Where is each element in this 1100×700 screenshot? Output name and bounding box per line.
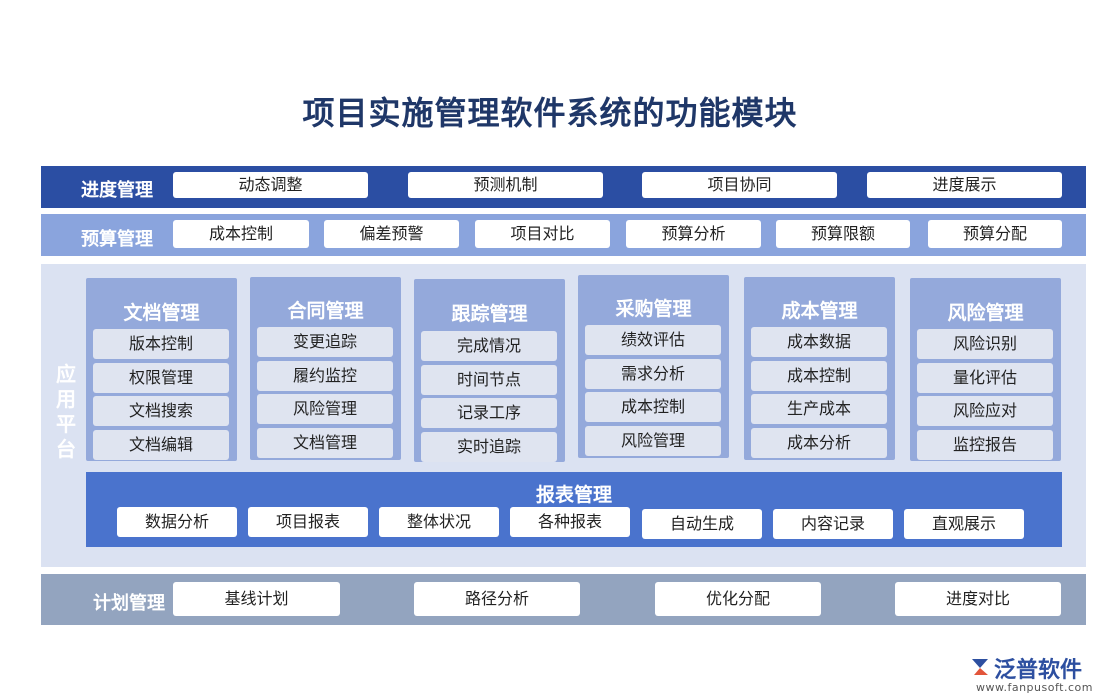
module-item: 履约监控 [257, 361, 393, 391]
module-item: 文档编辑 [93, 430, 229, 460]
module-doc: 文档管理 版本控制 权限管理 文档搜索 文档编辑 [86, 278, 237, 461]
plan-band: 计划管理 基线计划 路径分析 优化分配 进度对比 [41, 574, 1086, 625]
module-title: 风险管理 [947, 302, 1024, 324]
module-cost: 成本管理 成本数据 成本控制 生产成本 成本分析 [744, 277, 895, 460]
progress-item: 动态调整 [173, 172, 368, 198]
report-item: 自动生成 [642, 509, 762, 539]
budget-item: 项目对比 [475, 220, 610, 248]
budget-item: 预算分析 [626, 220, 761, 248]
module-contract: 合同管理 变更追踪 履约监控 风险管理 文档管理 [250, 277, 401, 460]
module-title: 合同管理 [287, 300, 364, 322]
fanpu-logo: 泛普软件 www.fanpusoft.com [968, 652, 1096, 698]
progress-band: 进度管理 动态调整 预测机制 项目协同 进度展示 [41, 166, 1086, 208]
platform-label: 应 用 平 台 [54, 362, 78, 462]
progress-item: 项目协同 [642, 172, 837, 198]
module-risk: 风险管理 风险识别 量化评估 风险应对 监控报告 [910, 278, 1061, 461]
module-item: 成本分析 [751, 428, 887, 458]
fanpu-logo-icon [972, 659, 988, 675]
module-item: 变更追踪 [257, 327, 393, 357]
module-item: 量化评估 [917, 363, 1053, 393]
module-item: 权限管理 [93, 363, 229, 393]
module-title: 成本管理 [781, 300, 858, 322]
module-item: 版本控制 [93, 329, 229, 359]
platform-label-char: 应 [56, 362, 76, 386]
module-item: 完成情况 [421, 331, 557, 361]
module-item: 成本控制 [585, 392, 721, 422]
module-item: 风险管理 [585, 426, 721, 456]
platform-label-char: 台 [56, 437, 76, 461]
report-title: 报表管理 [535, 484, 612, 506]
report-item: 各种报表 [510, 507, 630, 537]
platform-panel: 应 用 平 台 文档管理 版本控制 权限管理 文档搜索 文档编辑 合同管理 变更… [41, 264, 1086, 567]
plan-band-label: 计划管理 [93, 593, 165, 614]
budget-item: 成本控制 [173, 220, 309, 248]
module-item: 文档搜索 [93, 396, 229, 426]
module-item: 风险应对 [917, 396, 1053, 426]
report-item: 内容记录 [773, 509, 893, 539]
module-title: 跟踪管理 [451, 303, 528, 325]
budget-item: 偏差预警 [324, 220, 459, 248]
budget-band: 预算管理 成本控制 偏差预警 项目对比 预算分析 预算限额 预算分配 [41, 214, 1086, 256]
report-item: 数据分析 [117, 507, 237, 537]
module-item: 绩效评估 [585, 325, 721, 355]
module-item: 风险识别 [917, 329, 1053, 359]
platform-label-char: 用 [56, 387, 76, 411]
module-item: 时间节点 [421, 365, 557, 395]
module-item: 成本控制 [751, 361, 887, 391]
module-item: 生产成本 [751, 394, 887, 424]
report-item: 项目报表 [248, 507, 368, 537]
platform-label-char: 平 [56, 412, 76, 436]
progress-item: 预测机制 [408, 172, 603, 198]
module-item: 监控报告 [917, 430, 1053, 460]
module-item: 成本数据 [751, 327, 887, 357]
report-item: 直观展示 [904, 509, 1024, 539]
module-title: 采购管理 [615, 298, 692, 320]
logo-name: 泛普软件 [994, 658, 1083, 683]
budget-band-label: 预算管理 [81, 229, 153, 250]
module-purchase: 采购管理 绩效评估 需求分析 成本控制 风险管理 [578, 275, 729, 458]
logo-url: www.fanpusoft.com [976, 681, 1093, 694]
progress-item: 进度展示 [867, 172, 1062, 198]
plan-item: 路径分析 [414, 582, 580, 616]
module-item: 实时追踪 [421, 432, 557, 462]
module-item: 需求分析 [585, 359, 721, 389]
module-item: 文档管理 [257, 428, 393, 458]
report-item: 整体状况 [379, 507, 499, 537]
plan-item: 进度对比 [895, 582, 1061, 616]
plan-item: 优化分配 [655, 582, 821, 616]
progress-band-label: 进度管理 [81, 180, 153, 201]
module-item: 记录工序 [421, 398, 557, 428]
module-tracking: 跟踪管理 完成情况 时间节点 记录工序 实时追踪 [414, 279, 565, 462]
budget-item: 预算限额 [776, 220, 910, 248]
module-item: 风险管理 [257, 394, 393, 424]
budget-item: 预算分配 [928, 220, 1062, 248]
plan-item: 基线计划 [173, 582, 340, 616]
page-title: 项目实施管理软件系统的功能模块 [302, 94, 798, 132]
report-panel: 报表管理 数据分析 项目报表 整体状况 各种报表 自动生成 内容记录 直观展示 [86, 472, 1062, 547]
module-title: 文档管理 [123, 302, 200, 324]
